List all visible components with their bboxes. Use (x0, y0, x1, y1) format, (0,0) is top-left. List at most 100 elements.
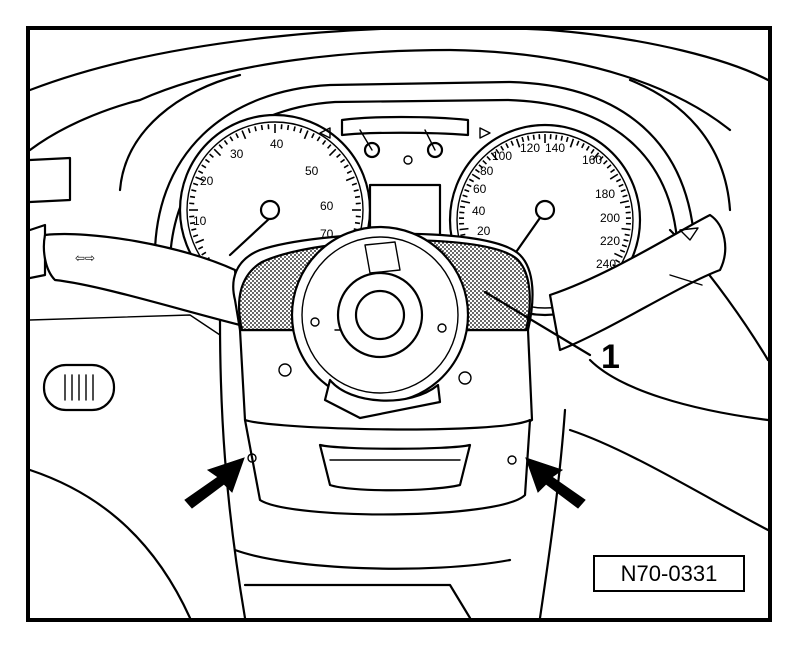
speedometer-tick (486, 155, 491, 161)
tachometer-needle (228, 216, 272, 257)
tachometer-tick (201, 251, 207, 256)
speedometer-label-200: 200 (600, 211, 620, 225)
speedometer-label-100: 100 (492, 149, 512, 163)
tachometer-tick (340, 158, 346, 164)
speedometer-tick (614, 252, 623, 259)
speedometer-tick (615, 259, 621, 264)
speedometer-tick (623, 239, 629, 242)
speedometer-tick (615, 178, 622, 183)
speedometer-label-40: 40 (472, 204, 486, 218)
tachometer-tick (254, 126, 257, 132)
tachometer-tick (195, 176, 205, 182)
left-arrow-indicator (184, 457, 245, 509)
right-wiper-stalk (548, 213, 727, 352)
tachometer-tick (326, 144, 332, 149)
speedometer-tick (606, 164, 612, 169)
speedometer-tick (466, 183, 472, 188)
speedometer-tick (460, 200, 471, 204)
left-turn-arrow-icon (319, 127, 331, 139)
callout-leader-line (483, 290, 592, 357)
speedometer-label-180: 180 (595, 187, 615, 201)
speedometer-tick (560, 135, 564, 141)
speedometer-tick (464, 189, 470, 193)
tachometer-tick (293, 126, 296, 132)
tachometer-tick (189, 221, 196, 225)
tachometer-tick (328, 148, 337, 157)
tachometer-hub (259, 199, 281, 221)
speedometer-label-140: 140 (545, 141, 565, 155)
tachometer-tick (316, 136, 321, 142)
tachometer-tick (191, 228, 197, 231)
speedometer-tick (460, 233, 466, 237)
tachometer-label-20: 20 (200, 174, 214, 188)
speedometer-tick (569, 138, 575, 148)
tachometer-label-50: 50 (305, 164, 319, 178)
tachometer-tick (189, 195, 196, 199)
speedometer-tick (490, 152, 498, 161)
speedometer-tick (500, 145, 505, 151)
speedometer-tick (462, 194, 468, 198)
tachometer-tick (345, 176, 355, 182)
tachometer-tick (346, 170, 352, 174)
dashboard-outline (30, 30, 768, 618)
tachometer-label-10: 10 (193, 214, 207, 228)
speedometer-tick (482, 159, 488, 165)
speedometer-tick (576, 140, 580, 146)
tachometer-tick (299, 127, 303, 134)
right-arrow-indicator (525, 457, 586, 509)
speedometer-tick (624, 233, 630, 237)
speedometer-tick (471, 173, 481, 180)
speedometer-tick (622, 194, 628, 198)
tachometer-tick (198, 246, 204, 250)
left-turn-signal-stalk: ⇦⇨ (42, 232, 242, 327)
tachometer-tick (321, 139, 327, 145)
speedometer-tick (619, 249, 626, 253)
figure-code-label: N70-0331 (593, 555, 745, 592)
speedometer-hub (534, 199, 556, 221)
tachometer-tick (201, 164, 207, 169)
speedometer-label-20: 20 (477, 224, 491, 238)
tachometer-tick (192, 234, 199, 238)
speedometer-tick (555, 134, 558, 140)
speedometer-tick (621, 244, 628, 248)
speedometer-tick (624, 205, 631, 209)
speedometer-tick (585, 145, 590, 151)
tachometer-tick (353, 189, 359, 192)
speedometer-label-220: 220 (600, 234, 620, 248)
tachometer-tick (229, 136, 234, 142)
tachometer-tick (303, 130, 309, 140)
speedometer-tick (610, 168, 616, 174)
speedometer-tick (620, 189, 626, 193)
tachometer-tick (336, 153, 341, 159)
speedometer-tick (521, 136, 525, 143)
speedometer-tick (478, 164, 484, 169)
tachometer-label-30: 30 (230, 147, 244, 161)
speedometer-tick (515, 138, 521, 148)
speedometer-tick (609, 173, 619, 180)
speedometer-tick (621, 227, 631, 231)
callout-number-1: 1 (601, 338, 620, 376)
speedometer-tick (474, 168, 480, 174)
tachometer-tick (213, 148, 222, 157)
tachometer-tick (247, 127, 251, 134)
speedometer-label-80: 80 (480, 164, 494, 178)
speedometer-tick (468, 178, 475, 183)
right-turn-arrow-icon (479, 127, 491, 139)
clockspring-assembly (290, 225, 470, 420)
right-screw-hole (507, 455, 517, 465)
speedometer-tick (459, 205, 466, 209)
speedometer-tick (619, 200, 630, 204)
tachometer-tick (191, 189, 197, 192)
tachometer-tick (241, 130, 247, 140)
tachometer-tick (286, 124, 290, 131)
speedometer-tick (618, 183, 624, 188)
speedometer-tick (602, 159, 608, 165)
tachometer-tick (204, 158, 210, 164)
speedometer-label-60: 60 (473, 182, 487, 196)
speedometer-tick (495, 148, 500, 154)
steering-column-illustration: 10 20 30 40 50 60 70 20 40 60 80 100 120… (30, 30, 768, 618)
speedometer-tick (505, 143, 509, 149)
tachometer-tick (209, 153, 214, 159)
speedometer-tick (526, 135, 530, 141)
speedometer-tick (459, 227, 469, 231)
